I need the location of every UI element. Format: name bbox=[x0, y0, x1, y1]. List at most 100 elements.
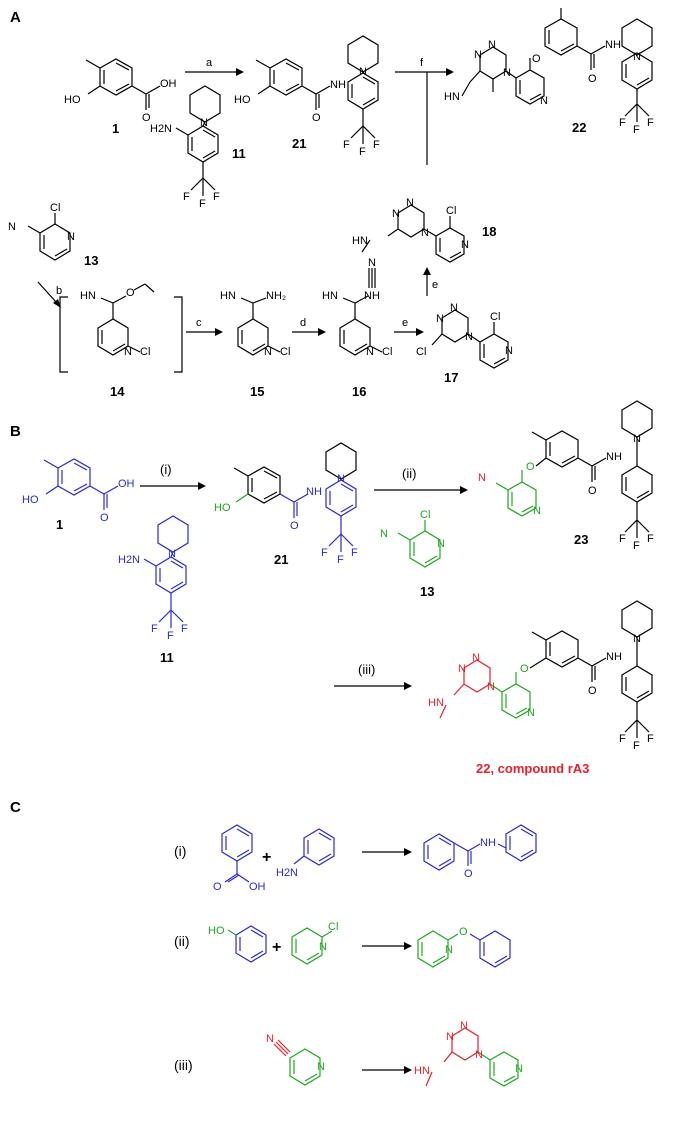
compound-14-structure-a bbox=[59, 283, 183, 373]
arrowhead bbox=[423, 267, 431, 275]
atom-hn: HN bbox=[414, 1065, 430, 1077]
atom-n: N bbox=[533, 505, 541, 517]
atom-n: N bbox=[421, 227, 429, 239]
methylamino-triazinyl-pyridine-structure bbox=[425, 1027, 519, 1087]
panel-label-b: B bbox=[10, 423, 21, 440]
atom-o: O bbox=[290, 520, 299, 532]
arrowhead bbox=[318, 328, 326, 336]
atom-f: F bbox=[183, 191, 190, 203]
atom-n: N bbox=[515, 1063, 523, 1075]
atom-cl: Cl bbox=[416, 346, 426, 358]
atom-f: F bbox=[343, 139, 350, 151]
arrowhead bbox=[446, 68, 454, 76]
atom-nh: NH bbox=[605, 39, 621, 51]
compound-label-22-a: 22 bbox=[572, 120, 586, 135]
atom-o: O bbox=[126, 287, 135, 299]
atom-f: F bbox=[213, 191, 220, 203]
atom-h2n: H2N bbox=[150, 123, 172, 135]
atom-o: O bbox=[520, 663, 529, 675]
atom-n: N bbox=[460, 1020, 468, 1032]
atom-hn: HN bbox=[220, 290, 236, 302]
atom-n: N bbox=[8, 221, 16, 233]
atom-hn: HN bbox=[352, 235, 368, 247]
compound-15-structure-a bbox=[237, 297, 281, 356]
atom-o: O bbox=[312, 112, 321, 124]
atom-f: F bbox=[619, 533, 626, 545]
reagent-label-i: (i) bbox=[160, 462, 172, 477]
atom-n: N bbox=[633, 433, 641, 445]
compound-label-21-a: 21 bbox=[292, 136, 306, 151]
atom-f: F bbox=[633, 124, 640, 136]
atom-n: N bbox=[446, 1031, 454, 1043]
compound-label-1-a: 1 bbox=[112, 121, 119, 136]
atom-n: N bbox=[359, 66, 367, 78]
reagent-label-b: b bbox=[56, 285, 62, 297]
reagent-label-e: e bbox=[402, 317, 408, 329]
plus-sign: + bbox=[272, 939, 281, 956]
atom-f: F bbox=[321, 547, 328, 559]
atom-o: O bbox=[213, 881, 222, 893]
panel-label-a: A bbox=[10, 9, 21, 26]
atom-n: N bbox=[200, 117, 208, 129]
atom-f: F bbox=[633, 740, 640, 752]
atom-f: F bbox=[337, 554, 344, 566]
compound-11-structure-b bbox=[143, 515, 189, 628]
atom-f: F bbox=[373, 139, 380, 151]
panel-label-c: C bbox=[10, 799, 21, 816]
atom-nh: NH bbox=[606, 651, 622, 663]
benzoic-acid-structure bbox=[221, 824, 253, 883]
atom-n: N bbox=[337, 473, 345, 485]
atom-hn: HN bbox=[322, 290, 338, 302]
atom-n: N bbox=[168, 548, 176, 560]
arrowhead bbox=[198, 482, 206, 490]
atom-hn: HN bbox=[444, 91, 460, 103]
atom-cl: Cl bbox=[490, 311, 500, 323]
atom-n: N bbox=[317, 1061, 325, 1073]
reagent-label-d: d bbox=[300, 317, 306, 329]
compound-11-structure-a bbox=[175, 85, 221, 196]
atom-oh: OH bbox=[118, 478, 135, 490]
atom-f: F bbox=[633, 540, 640, 552]
atom-f: F bbox=[647, 533, 654, 545]
arrowhead bbox=[53, 299, 61, 308]
arrowhead bbox=[416, 328, 424, 336]
compound-18-structure-a bbox=[361, 204, 465, 263]
atom-n: N bbox=[527, 707, 535, 719]
atom-cl: Cl bbox=[280, 346, 290, 358]
arrowhead bbox=[404, 848, 412, 856]
atom-o: O bbox=[532, 53, 541, 65]
atom-f: F bbox=[647, 733, 654, 745]
atom-n: N bbox=[436, 313, 444, 325]
atom-oh: OH bbox=[160, 78, 177, 90]
atom-ho: HO bbox=[64, 94, 81, 106]
atom-nh2: NH₂ bbox=[266, 290, 286, 302]
compound-16-structure-a bbox=[339, 268, 383, 356]
reagent-label-iii: (iii) bbox=[358, 662, 375, 677]
compound-label-11-b: 11 bbox=[160, 650, 174, 665]
compound-label-13-b: 13 bbox=[420, 584, 434, 599]
atom-n: N bbox=[450, 302, 458, 314]
reagent-label-c: c bbox=[196, 317, 202, 329]
atom-n: N bbox=[540, 95, 548, 107]
pyridyl-phenyl-ether-structure bbox=[417, 930, 511, 968]
atom-o: O bbox=[100, 512, 109, 524]
atom-n: N bbox=[503, 67, 511, 79]
atom-n: N bbox=[366, 346, 374, 358]
atom-n: N bbox=[266, 1033, 274, 1045]
compound-label-16-a: 16 bbox=[352, 384, 366, 399]
final-compound-label: 22, compound rA3 bbox=[476, 761, 589, 776]
atom-o: O bbox=[588, 73, 597, 85]
compound-label-21-b: 21 bbox=[274, 552, 288, 567]
atom-ho: HO bbox=[234, 94, 251, 106]
atom-hn: HN bbox=[428, 697, 444, 709]
atom-o: O bbox=[526, 461, 535, 473]
compound-label-14-a: 14 bbox=[110, 384, 125, 399]
arrowhead bbox=[404, 682, 412, 690]
compound-label-11-a: 11 bbox=[232, 146, 246, 161]
atom-n: N bbox=[264, 346, 272, 358]
row-label-ii: (ii) bbox=[174, 933, 190, 949]
atom-ho: HO bbox=[214, 502, 231, 514]
compound-22-structure-a bbox=[461, 8, 653, 122]
compound-21-structure-b bbox=[233, 442, 357, 552]
